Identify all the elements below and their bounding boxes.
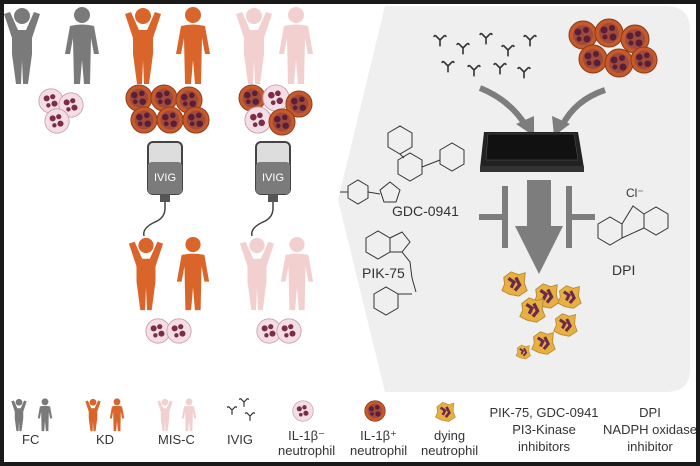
- ivig-bag-kd: [142, 141, 183, 237]
- il1b-positive-neutrophil-icon: [364, 400, 386, 422]
- ivig-bag-label-misc: IVIG: [262, 172, 285, 184]
- legend-icons: [11, 397, 456, 432]
- misc-people-icon: [157, 398, 197, 432]
- chloride-label: Cl⁻: [626, 186, 644, 200]
- misc-group: [236, 7, 313, 84]
- fc-group: [4, 7, 99, 84]
- treated-cells: [145, 318, 302, 344]
- assay-panel: [338, 6, 690, 392]
- legend-nadph-compound: DPI: [639, 405, 661, 420]
- il1b-negative-neutrophil-icon: [292, 400, 314, 422]
- legend-ivig: IVIG: [227, 432, 254, 447]
- legend-pi3k-compounds: PIK-75, GDC-0941: [489, 405, 599, 420]
- misc-group-treated: [239, 236, 314, 311]
- dpi-label: DPI: [612, 262, 636, 278]
- kd-people-icon: [85, 398, 125, 432]
- legend-pi3k-line3: inhibitors: [517, 439, 571, 454]
- dying-neutrophil-icon: [434, 401, 456, 423]
- inhibitor-bar-left: [479, 186, 508, 248]
- pik-75-structure: [365, 230, 417, 316]
- legend-il1b-pos-line1: IL-1β⁺: [360, 428, 397, 443]
- legend-nadph: DPI NADPH oxidase inhibitor: [602, 404, 698, 455]
- legend-nadph-line2: NADPH oxidase: [603, 422, 697, 437]
- ivig-bag-misc: [250, 141, 291, 237]
- kd-group: [125, 7, 210, 84]
- legend-kd: KD: [96, 432, 115, 447]
- legend-il1b-neg-line1: IL-1β⁻: [288, 428, 325, 443]
- legend-dying-line2: neutrophil: [421, 443, 479, 458]
- legend-misc: MIS-C: [158, 432, 195, 447]
- legend-il1b-pos-line2: neutrophil: [350, 443, 408, 458]
- gdc-0941-label: GDC-0941: [392, 203, 459, 219]
- pik-75-label: PIK-75: [362, 265, 405, 281]
- inhibitor-bar-right: [566, 186, 595, 248]
- legend-il1b-neg-line2: neutrophil: [278, 443, 336, 458]
- kd-cells: [125, 84, 210, 134]
- misc-cells: [238, 84, 313, 136]
- ivig-bag-label-kd: IVIG: [154, 172, 177, 184]
- gdc-0941-structure: [340, 125, 465, 205]
- legend-il1b-pos: IL-1β⁺neutrophil: [350, 428, 407, 458]
- legend-pi3k-line2: PI3-Kinase: [512, 422, 576, 437]
- dpi-structure: [597, 205, 669, 246]
- antibody-icon: [226, 397, 256, 422]
- kd-group-treated: [128, 236, 210, 311]
- legend-fc: FC: [22, 432, 40, 447]
- legend-nadph-line3: inhibitor: [627, 439, 673, 454]
- legend-dying-line1: dying: [434, 428, 466, 443]
- well-plate: [480, 132, 584, 172]
- fc-people-icon: [11, 398, 53, 432]
- legend-il1b-neg: IL-1β⁻neutrophil: [278, 428, 335, 458]
- fc-cells: [38, 88, 84, 134]
- main-arrow: [515, 180, 563, 274]
